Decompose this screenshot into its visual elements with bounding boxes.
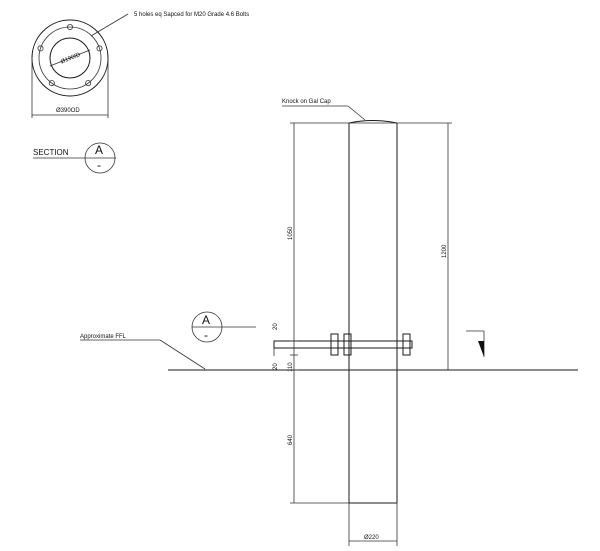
id-dimension-line [49,49,91,67]
ffl-label: Approximate FFL [80,334,127,340]
section-title: SECTION A - [33,142,116,174]
section-bubble [84,142,116,174]
dim-20-bottom: 20 [273,363,279,370]
inner-diameter-label: Ø190ID [60,52,82,66]
bolt-hole [96,45,103,52]
section-letter: A [95,143,103,157]
flange-plate [273,340,413,349]
left-dimensions: 1050 20 20 110 640 [273,122,349,504]
bottom-dimension: Ø220 [348,503,398,546]
bolt-right [402,333,411,356]
outer-diameter-label: Ø390OD [56,108,80,114]
bolt-hole [85,80,92,87]
right-dimension: 1200 [397,122,452,370]
post-elevation [348,120,398,504]
bolt-hole [67,23,74,30]
dim-110: 110 [288,362,294,372]
bolt-circle [38,26,102,90]
inner-bore-circle [49,37,91,79]
ffl-leader-diagonal [159,339,206,370]
level-symbol-triangle [478,341,484,357]
bolt-left-inner [343,333,352,356]
dim-640: 640 [288,434,294,445]
bolt-holes-note: 5 holes eq Sapced for M20 Grade 4.6 Bolt… [134,12,249,18]
bolt-left [330,333,339,356]
level-symbol [466,330,485,357]
dim-post-diameter: Ø220 [364,535,379,541]
bolt-note-leader [90,13,129,37]
section-marker-sheet: - [204,328,208,342]
dim-20-top: 20 [273,323,279,330]
section-word: SECTION [33,148,69,157]
base-flange [273,333,413,356]
cap-annotation: Knock on Gal Cap [282,99,366,121]
section-cut-marker: A - [191,311,256,343]
cap-leader-diagonal [347,105,366,121]
section-sheet: - [97,158,101,172]
bolt-hole [48,80,55,87]
ffl-annotation: Approximate FFL [80,334,206,370]
gal-cap [348,120,398,124]
section-marker-letter: A [202,313,210,327]
dim-1200: 1200 [442,244,448,258]
plan-view: Ø190ID 5 holes eq Sapced for M20 Grade 4… [31,12,249,118]
cap-note: Knock on Gal Cap [282,99,331,105]
bolt-hole [37,45,44,52]
dim-1050: 1050 [288,226,294,240]
